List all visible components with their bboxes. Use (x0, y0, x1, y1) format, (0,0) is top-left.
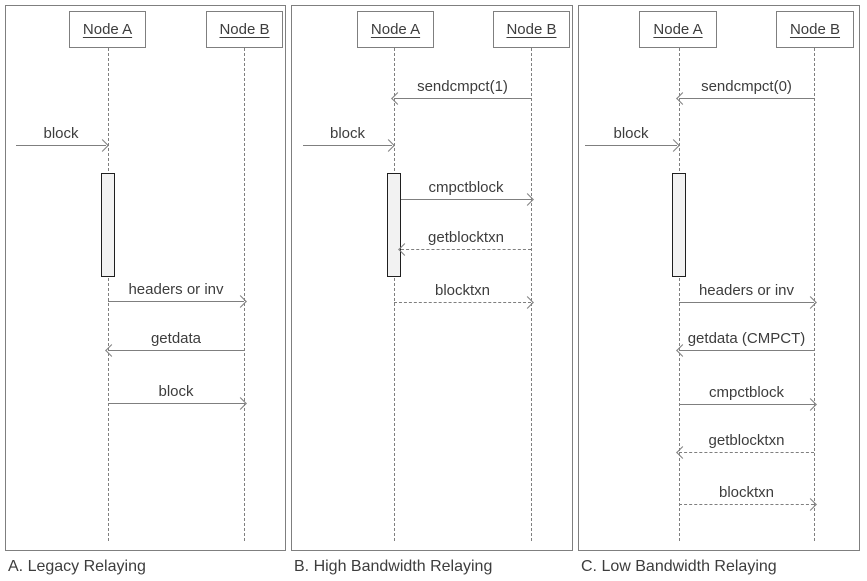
message-line (679, 452, 814, 453)
message-line (585, 145, 677, 146)
node-box-b: Node B (776, 11, 854, 48)
message-line (401, 199, 531, 200)
message-label: blocktxn (718, 484, 775, 501)
message-line (108, 301, 244, 302)
node-box-a: Node A (69, 11, 146, 48)
message-line (679, 302, 814, 303)
node-box-b: Node B (206, 11, 283, 48)
message-label: cmpctblock (428, 179, 504, 196)
lifeline-node-a (679, 48, 680, 541)
activation-bar (387, 173, 401, 277)
message-line (679, 350, 814, 351)
message-label: getblocktxn (708, 432, 785, 449)
message-label: cmpctblock (708, 384, 785, 401)
node-label: Node B (219, 21, 270, 38)
node-label: Node B (789, 21, 841, 38)
message-line (401, 249, 531, 250)
node-label: Node A (82, 21, 133, 38)
lifeline-node-a (394, 48, 395, 541)
node-label: Node A (653, 21, 703, 38)
message-label: sendcmpct(0) (701, 78, 792, 95)
caption-low-bandwidth-relaying: C. Low Bandwidth Relaying (581, 558, 777, 575)
message-label: block (613, 125, 649, 142)
node-box-a: Node A (357, 11, 434, 48)
message-line (679, 98, 814, 99)
message-line (108, 350, 244, 351)
message-line (679, 504, 814, 505)
caption-high-bandwidth-relaying: B. High Bandwidth Relaying (294, 558, 493, 575)
lifeline-node-b (531, 48, 532, 541)
panel-high-bandwidth-relaying: Node A Node B sendcmpct(1) block cmpctbl… (291, 5, 573, 551)
node-label: Node B (506, 21, 557, 38)
node-box-b: Node B (493, 11, 570, 48)
message-label: headers or inv (128, 281, 224, 298)
message-line (16, 145, 106, 146)
panel-low-bandwidth-relaying: Node A Node B sendcmpct(0) block headers… (578, 5, 860, 551)
activation-bar (101, 173, 115, 277)
lifeline-node-a (108, 48, 109, 541)
message-label: getblocktxn (428, 229, 504, 246)
message-label: getdata (CMPCT) (687, 330, 806, 347)
message-label: block (329, 125, 366, 142)
lifeline-node-b (814, 48, 815, 541)
message-line (108, 403, 244, 404)
caption-legacy-relaying: A. Legacy Relaying (8, 558, 146, 575)
message-label: sendcmpct(1) (417, 78, 508, 95)
lifeline-node-b (244, 48, 245, 541)
message-line (303, 145, 392, 146)
node-box-a: Node A (639, 11, 717, 48)
message-label: headers or inv (698, 282, 795, 299)
message-label: block (43, 125, 79, 142)
message-line (394, 302, 531, 303)
panel-legacy-relaying: Node A Node B block headers or inv getda… (5, 5, 286, 551)
message-label: block (158, 383, 194, 400)
message-label: getdata (150, 330, 202, 347)
node-label: Node A (370, 21, 421, 38)
message-line (394, 98, 531, 99)
activation-bar (672, 173, 686, 277)
message-line (679, 404, 814, 405)
message-label: blocktxn (434, 282, 491, 299)
